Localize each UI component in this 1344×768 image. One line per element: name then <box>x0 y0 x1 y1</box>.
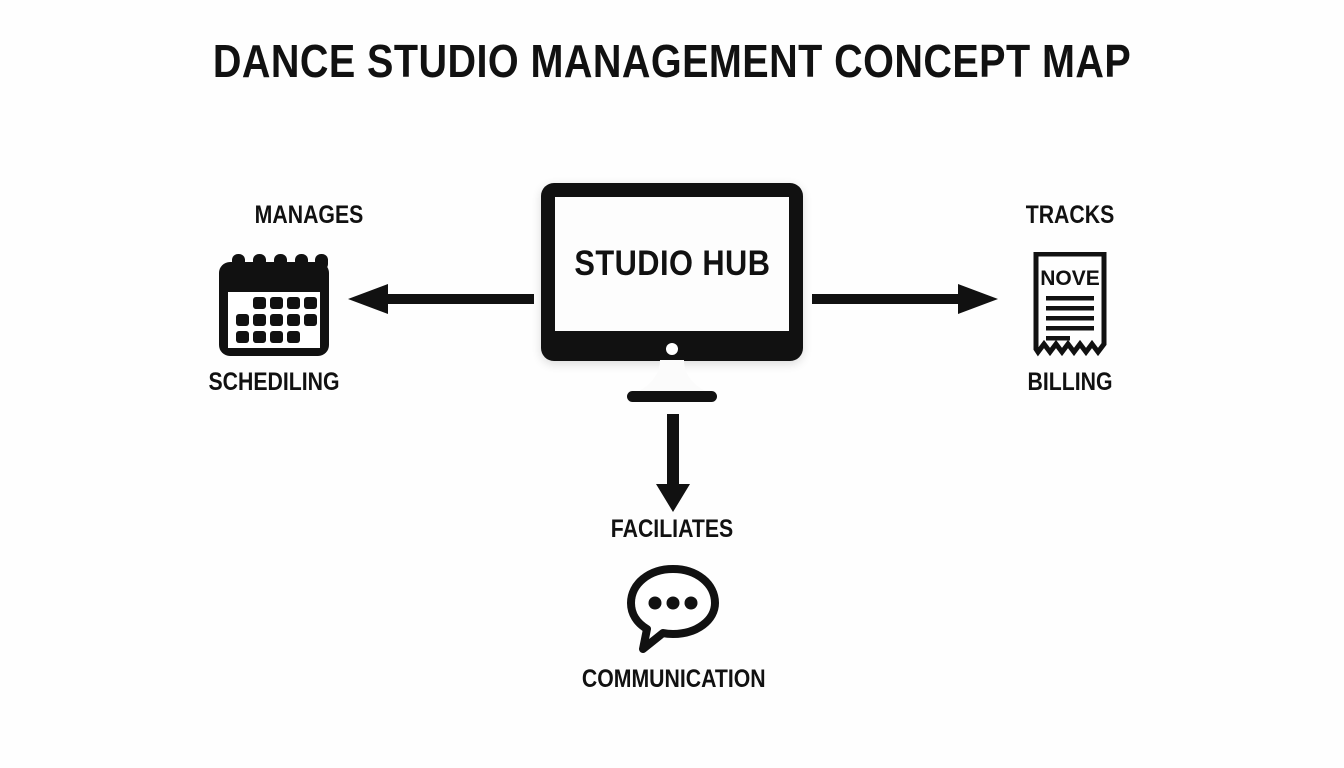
receipt-text: NOVE <box>1040 267 1100 290</box>
relation-label-faciliates: FACILIATES <box>610 515 734 543</box>
speech-bubble-icon <box>625 565 721 653</box>
studio-hub-node[interactable]: STUDIO HUB <box>541 183 803 403</box>
arrow-right-icon <box>812 278 998 320</box>
monitor-screen: STUDIO HUB <box>555 197 789 331</box>
receipt-invoice-icon: NOVE <box>1032 251 1108 360</box>
relation-label-manages: MANAGES <box>254 201 364 229</box>
relation-label-tracks: TRACKS <box>1025 201 1115 229</box>
page-title: DANCE STUDIO MANAGEMENT CONCEPT MAP <box>212 35 1132 87</box>
node-label-billing: BILLING <box>1027 368 1113 396</box>
desktop-monitor-icon: STUDIO HUB <box>541 183 803 361</box>
calendar-icon <box>216 254 332 358</box>
node-label-scheduling: SCHEDILING <box>208 368 340 396</box>
monitor-stand-base <box>627 391 717 402</box>
monitor-indicator-dot <box>666 343 678 355</box>
monitor-stand-neck <box>633 360 711 394</box>
studio-hub-label: STUDIO HUB <box>573 244 771 283</box>
node-label-communication: COMMUNICATION <box>581 665 766 693</box>
arrow-down-icon <box>652 414 694 512</box>
arrow-left-icon <box>348 278 534 320</box>
